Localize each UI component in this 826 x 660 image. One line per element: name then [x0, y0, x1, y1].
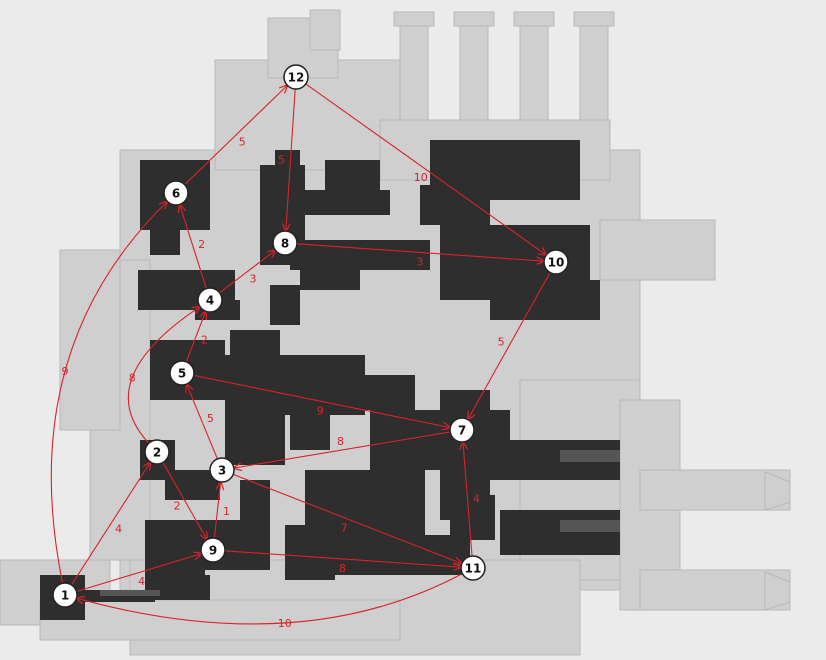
node-10[interactable]: 10: [544, 250, 568, 274]
room-block: [230, 330, 280, 380]
edge-weight-11-1: 10: [278, 617, 292, 630]
node-4[interactable]: 4: [198, 288, 222, 312]
room-block: [500, 510, 620, 555]
edge-weight-7-3: 8: [337, 435, 344, 448]
edge-weight-1-2: 4: [115, 522, 122, 535]
node-9[interactable]: 9: [201, 538, 225, 562]
floor-area: [574, 12, 614, 26]
floor-area: [454, 12, 494, 26]
edge-weight-2-4: 8: [129, 371, 136, 384]
floor-area: [310, 10, 340, 50]
edge-weight-12-10: 10: [414, 171, 428, 184]
room-block: [285, 525, 335, 580]
node-label: 5: [178, 367, 186, 381]
room-block: [300, 190, 390, 215]
edge-weight-3-11: 7: [341, 521, 348, 534]
corridor-stripe: [560, 450, 620, 462]
room-block: [175, 575, 210, 600]
room-block: [355, 375, 415, 410]
edge-weight-5-4: 2: [201, 334, 208, 347]
edge-weight-1-6: 9: [62, 365, 69, 378]
room-block: [240, 480, 270, 520]
edge-weight-12-8: 5: [278, 153, 285, 166]
edge-weight-9-3: 1: [223, 505, 230, 518]
room-block: [138, 270, 198, 310]
room-block: [225, 410, 285, 465]
node-12[interactable]: 12: [284, 65, 308, 89]
node-label: 8: [281, 237, 289, 251]
floor-area: [394, 12, 434, 26]
room-block: [490, 280, 600, 320]
floor-area: [514, 12, 554, 26]
node-label: 10: [548, 256, 565, 270]
edge-weight-10-7: 5: [498, 336, 505, 349]
node-label: 7: [458, 424, 466, 438]
floor-area: [60, 250, 120, 430]
node-3[interactable]: 3: [210, 458, 234, 482]
node-8[interactable]: 8: [273, 231, 297, 255]
edge-weight-5-7: 9: [317, 404, 324, 417]
node-2[interactable]: 2: [145, 440, 169, 464]
room-block: [420, 185, 490, 225]
node-label: 11: [465, 562, 482, 576]
node-label: 1: [61, 589, 69, 603]
edge-weight-2-9: 2: [174, 499, 181, 512]
floor-area: [40, 600, 400, 640]
room-block: [270, 285, 300, 325]
node-11[interactable]: 11: [461, 556, 485, 580]
corridor-stripe: [560, 520, 620, 532]
node-1[interactable]: 1: [53, 583, 77, 607]
edge-weight-4-6: 2: [198, 238, 205, 251]
node-label: 9: [209, 544, 217, 558]
node-7[interactable]: 7: [450, 418, 474, 442]
node-label: 3: [218, 464, 226, 478]
room-block: [300, 270, 360, 290]
edge-weight-11-7: 4: [473, 492, 480, 505]
edge-weight-8-10: 3: [416, 255, 423, 268]
edge-weight-9-11: 8: [339, 562, 346, 575]
floor-area: [600, 220, 715, 280]
corridor-stripe: [100, 590, 160, 596]
edge-weight-4-8: 3: [249, 273, 256, 286]
edge-weight-3-5: 5: [207, 412, 214, 425]
node-label: 12: [288, 71, 305, 85]
edge-weight-1-9: 4: [138, 575, 145, 588]
node-label: 6: [172, 187, 180, 201]
node-label: 2: [153, 446, 161, 460]
edge-weight-6-12: 5: [239, 135, 246, 148]
node-5[interactable]: 5: [170, 361, 194, 385]
room-block: [325, 160, 380, 190]
node-6[interactable]: 6: [164, 181, 188, 205]
room-block: [150, 230, 180, 255]
node-label: 4: [206, 294, 214, 308]
